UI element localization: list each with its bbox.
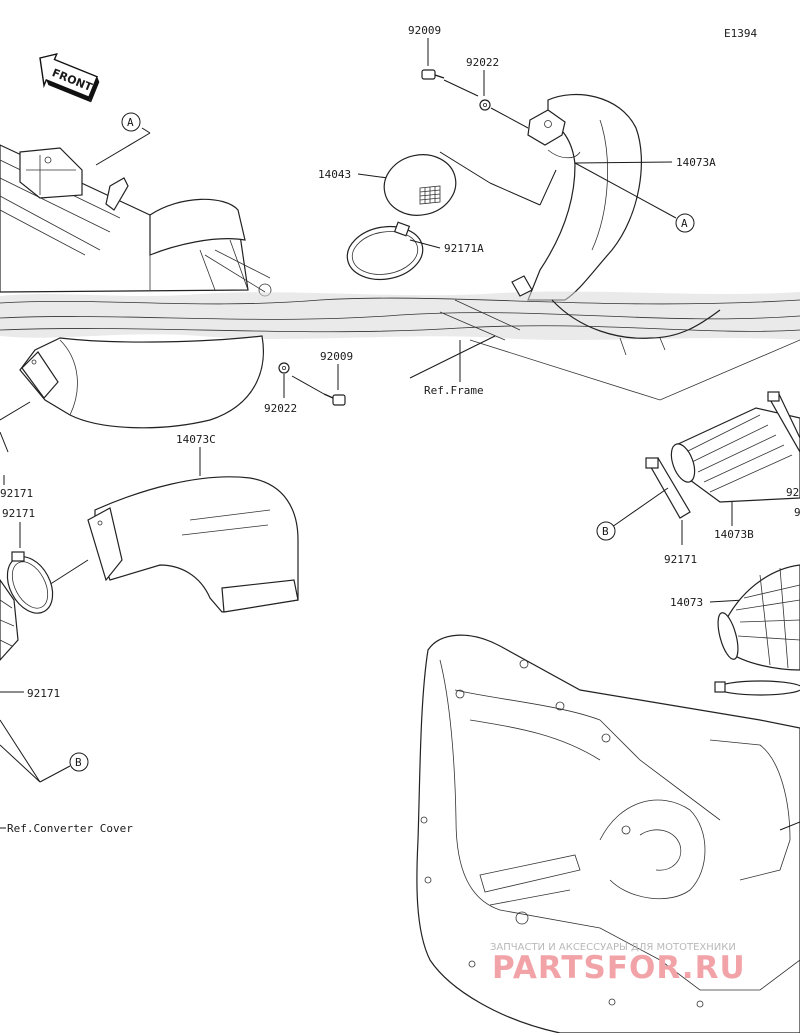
label-92-cut-a: 92 bbox=[786, 486, 799, 499]
boot-14073b bbox=[670, 407, 800, 503]
duct-left-lower bbox=[19, 335, 264, 429]
washer-92022-mid bbox=[278, 362, 290, 374]
engine-case bbox=[416, 634, 800, 1033]
watermark-logo: PARTSFOR.RU bbox=[492, 950, 746, 986]
frame-upper-left bbox=[0, 144, 272, 297]
callout-b-right bbox=[596, 521, 616, 541]
hose-left bbox=[0, 578, 19, 661]
label-92009-top: 92009 bbox=[408, 24, 441, 37]
diagram-id: E1394 bbox=[724, 27, 757, 40]
duct-14073a bbox=[527, 93, 642, 301]
bolt-92009-mid bbox=[323, 393, 346, 406]
clamp-right-lower bbox=[714, 680, 800, 696]
label-92-cut-b: 9 bbox=[794, 506, 800, 519]
clamp-right-edge bbox=[767, 391, 800, 454]
callout-a-top-left bbox=[121, 112, 141, 132]
label-14073b: 14073B bbox=[714, 528, 754, 541]
callout-b-left bbox=[69, 752, 89, 772]
label-14073c: 14073C bbox=[176, 433, 216, 446]
duct-14073c bbox=[87, 476, 299, 613]
label-14043: 14043 bbox=[318, 168, 351, 181]
screen-14043 bbox=[383, 154, 457, 216]
label-92171-left-b: 92171 bbox=[2, 507, 35, 520]
ref-frame: Ref.Frame bbox=[424, 384, 484, 397]
label-92171a: 92171A bbox=[444, 242, 484, 255]
frame-lower-right bbox=[439, 275, 800, 401]
label-92171-left-c: 92171 bbox=[27, 687, 60, 700]
label-14073a: 14073A bbox=[676, 156, 716, 169]
callout-a-right bbox=[675, 213, 695, 233]
intake-14073 bbox=[717, 564, 800, 671]
clamp-92171a bbox=[346, 221, 424, 281]
label-92009-mid: 92009 bbox=[320, 350, 353, 363]
ref-converter-cover: Ref.Converter Cover bbox=[7, 822, 133, 835]
watermark-tagline: ЗАПЧАСТИ И АКСЕССУАРЫ ДЛЯ МОТОТЕХНИКИ bbox=[490, 942, 736, 953]
callout-a-top-left-text: A bbox=[127, 116, 134, 129]
bolt-92009-top bbox=[421, 69, 445, 80]
callout-b-right-text: B bbox=[602, 525, 609, 538]
label-14073: 14073 bbox=[670, 596, 703, 609]
clamp-92171-right bbox=[645, 457, 691, 519]
label-92022-mid: 92022 bbox=[264, 402, 297, 415]
label-92171-left-a: 92171 bbox=[0, 487, 33, 500]
washer-92022-top bbox=[479, 99, 491, 111]
label-92171-right: 92171 bbox=[664, 553, 697, 566]
callout-b-left-text: B bbox=[75, 756, 82, 769]
break-band bbox=[0, 291, 800, 340]
callout-a-right-text: A bbox=[681, 217, 688, 230]
label-92022-top: 92022 bbox=[466, 56, 499, 69]
front-arrow-icon: FRONT bbox=[39, 52, 100, 103]
clamp-left bbox=[6, 551, 54, 614]
